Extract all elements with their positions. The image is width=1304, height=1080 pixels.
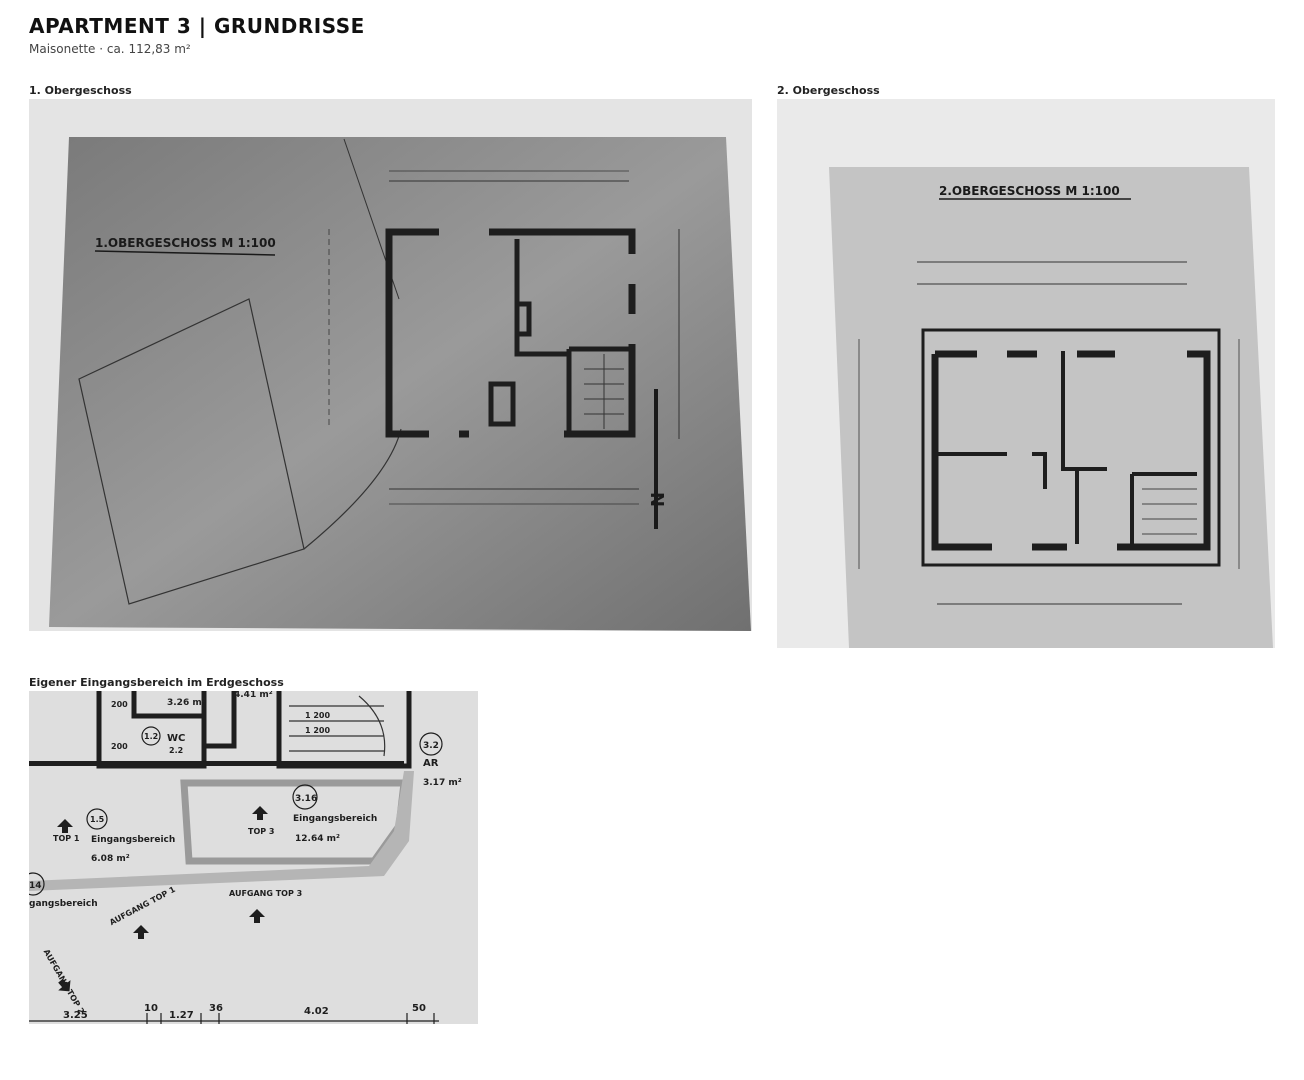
svg-text:N: N <box>646 492 667 507</box>
aufgang-top1-arrow-icon <box>133 925 149 939</box>
room-c-name: gangsbereich <box>29 899 98 909</box>
dim-top-a: 3.26 m² <box>167 698 206 708</box>
floor-plan-2og-drawing: 2.OBERGESCHOSS M 1:100 <box>777 99 1275 648</box>
room-a-number: 1.5 <box>90 815 105 824</box>
top3-arrow-icon <box>252 806 268 820</box>
dim-2: 10 <box>144 1003 158 1014</box>
wc-area: 2.2 <box>169 746 183 755</box>
floor-plan-2og[interactable]: 2.OBERGESCHOSS M 1:100 <box>777 99 1275 648</box>
plan-caption-eg: Eigener Eingangsbereich im Erdgeschoss <box>29 676 284 689</box>
dim-6: 50 <box>412 1003 426 1014</box>
top3-label: TOP 3 <box>248 827 274 836</box>
plan-caption-1og: 1. Obergeschoss <box>29 84 132 97</box>
floor-plan-1og[interactable]: 1.OBERGESCHOSS M 1:100 <box>29 99 752 631</box>
wc-label: WC <box>167 733 185 744</box>
dim-5: 4.02 <box>304 1006 329 1017</box>
dim-4: 36 <box>209 1003 223 1014</box>
room-b-number: 3.16 <box>295 794 317 804</box>
dim-top-b: 4.41 m² <box>234 691 273 700</box>
dim-3: 1.27 <box>169 1010 194 1021</box>
room-b-area: 12.64 m² <box>295 834 340 844</box>
floor-plan-1og-drawing: 1.OBERGESCHOSS M 1:100 <box>29 99 752 631</box>
aufgang-top2-arrow-icon <box>58 978 71 992</box>
ar-label: AR <box>423 758 439 769</box>
dim-200-b: 200 <box>111 742 128 751</box>
drawing-title-2og: 2.OBERGESCHOSS M 1:100 <box>939 184 1120 198</box>
plan-caption-2og: 2. Obergeschoss <box>777 84 880 97</box>
dim-200-a: 200 <box>111 700 128 709</box>
ar-area: 3.17 m² <box>423 778 462 788</box>
room-c-number: 14 <box>29 881 42 891</box>
wc-number: 1.2 <box>144 732 158 741</box>
room-a-area: 6.08 m² <box>91 854 130 864</box>
ar-number: 3.2 <box>423 741 439 751</box>
page-subtitle: Maisonette · ca. 112,83 m² <box>29 42 191 56</box>
floor-plan-eg[interactable]: 1 200 1 200 200 200 3.26 m² 4.41 m² 1.2 … <box>29 691 478 1024</box>
room-a-name: Eingangsbereich <box>91 835 175 845</box>
stair-dim-b: 1 200 <box>305 726 330 735</box>
aufgang-top3-arrow-icon <box>249 909 265 923</box>
aufgang-top3-label: AUFGANG TOP 3 <box>229 889 302 898</box>
floor-plan-eg-drawing: 1 200 1 200 200 200 3.26 m² 4.41 m² 1.2 … <box>29 691 478 1024</box>
dim-1: 3.25 <box>63 1010 88 1021</box>
stair-dim-a: 1 200 <box>305 711 330 720</box>
top1-label: TOP 1 <box>53 834 80 843</box>
room-b-name: Eingangsbereich <box>293 814 377 824</box>
top1-arrow-icon <box>57 819 73 833</box>
page-title: APARTMENT 3 | GRUNDRISSE <box>29 14 365 38</box>
drawing-title-1og: 1.OBERGESCHOSS M 1:100 <box>95 236 276 250</box>
